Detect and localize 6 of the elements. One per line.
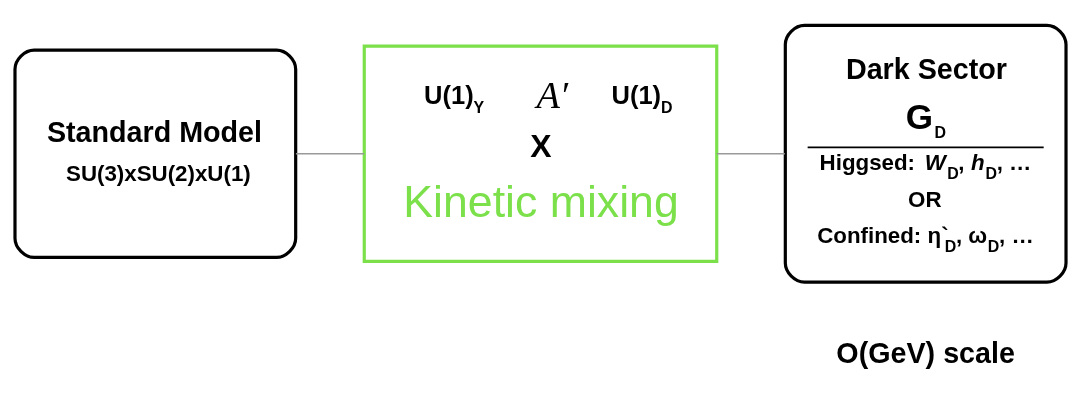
connector [716,152,786,155]
node-box: Standard Model SU(3)xSU(2)xU(1) [13,48,298,259]
node-label: O(GeV) scale [836,336,1015,369]
connector [295,152,365,155]
node-box: Dark Sector G$_{D}$ Higgsed: W$_{D}$, h$_{D}$, … OR Confined: η`$_{D}$, ω$_{D}$, … [783,23,1068,284]
node-box: U(1)$_{Y}$ A′ U(1)$_{D}$ X Kinetic mixing [362,44,719,263]
